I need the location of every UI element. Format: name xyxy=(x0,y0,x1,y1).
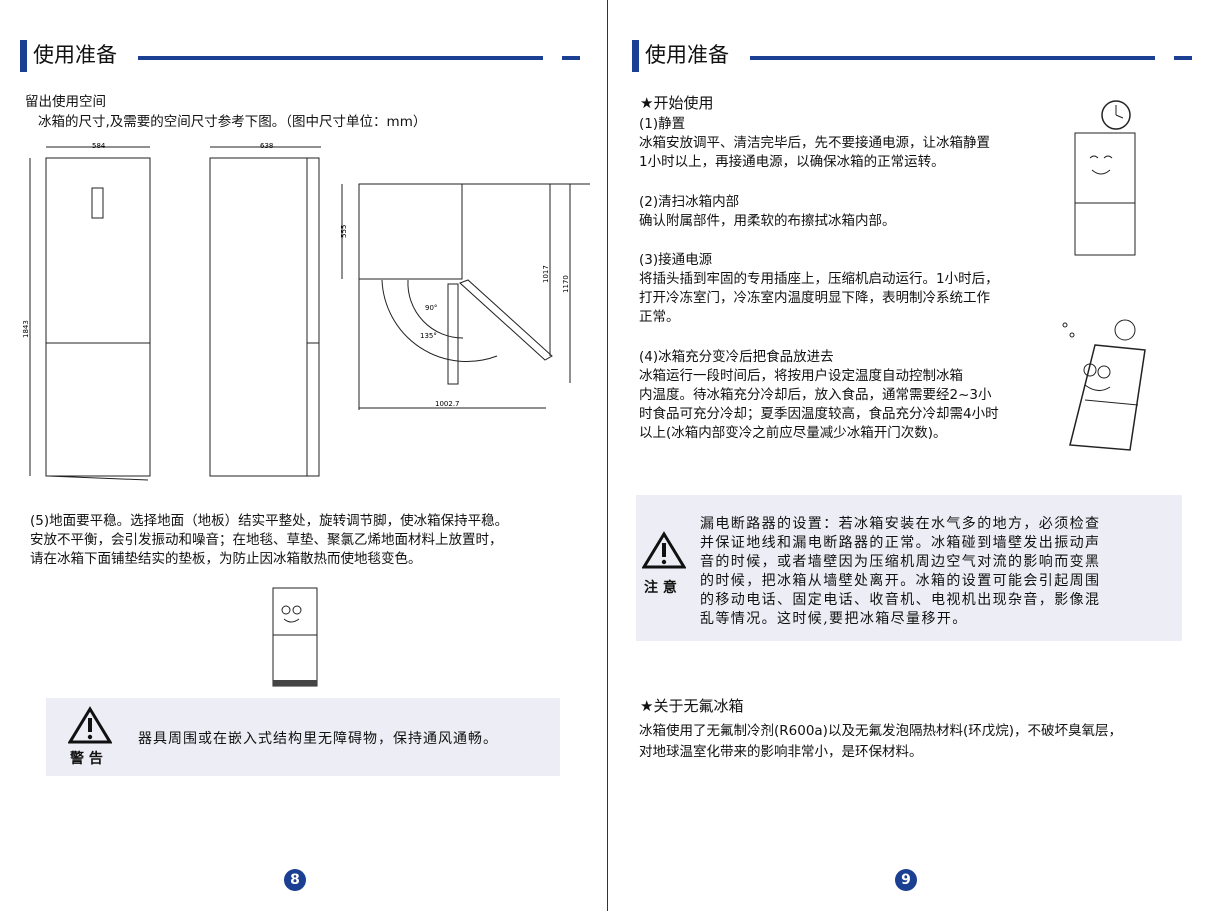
caution-line: 的时候，把冰箱从墙壁处离开。冰箱的设置可能会引起周围 xyxy=(700,573,1101,589)
dim-1002: 1002.7 xyxy=(435,400,460,408)
header-rule-end xyxy=(562,56,580,60)
caution-label: 注 意 xyxy=(644,580,677,596)
dim-1017: 1017 xyxy=(542,265,550,283)
dim-height: 1843 xyxy=(22,320,30,338)
caution-line: 音的时候，或者墙壁因为压缩机周边空气对流的影响而变黑 xyxy=(700,554,1101,570)
step4-line: 冰箱运行一段时间后，将按用户设定温度自动控制冰箱 xyxy=(639,368,963,384)
header-rule-end xyxy=(1174,56,1192,60)
step4-line: 时食品可充分冷却；夏季因温度较高，食品充分冷却需4小时 xyxy=(639,406,999,422)
dim-depth: 638 xyxy=(260,142,273,150)
dimension-diagram: 584 638 1843 555 1017 1170 1002.7 90° 13… xyxy=(22,142,590,481)
para5-line1: (5)地面要平稳。选择地面（地板）结实平整处，旋转调节脚，使冰箱保持平稳。 xyxy=(30,513,509,529)
dim-555: 555 xyxy=(340,225,348,238)
fridge-side xyxy=(209,157,308,477)
step3-line: 正常。 xyxy=(639,309,680,325)
header-accent xyxy=(20,40,27,72)
cfc-title: ★关于无氟冰箱 xyxy=(640,697,744,715)
step4-line: 内温度。待冰箱充分冷却后，放入食品，通常需要经2~3小 xyxy=(639,387,992,403)
fridge-front xyxy=(45,157,151,477)
caution-icon xyxy=(642,531,686,569)
angle-90: 90° xyxy=(425,304,437,312)
step3-line: 打开冷冻室门，冷冻室内温度明显下降，表明制冷系统工作 xyxy=(639,290,990,306)
step2-title: (2)清扫冰箱内部 xyxy=(639,194,740,210)
para5-line3: 请在冰箱下面铺垫结实的垫板，为防止因冰箱散热而使地毯变色。 xyxy=(30,551,422,567)
step1-line: 冰箱安放调平、清洁完毕后，先不要接通电源，让冰箱静置 xyxy=(639,135,990,151)
angle-135: 135° xyxy=(420,332,437,340)
start-title: ★开始使用 xyxy=(640,94,714,112)
para5-line2: 安放不平衡，会引发振动和噪音；在地毯、草垫、聚氯乙烯地面材料上放置时， xyxy=(30,532,503,548)
header-rule xyxy=(138,56,543,60)
caution-line: 的移动电话、固定电话、收音机、电视机出现杂音，影像混 xyxy=(700,592,1101,608)
dim-width: 584 xyxy=(92,142,106,150)
caution-line: 漏电断路器的设置：若冰箱安装在水气多的地方，必须检查 xyxy=(700,516,1101,532)
step1-title: (1)静置 xyxy=(639,116,686,132)
cfc-line1: 冰箱使用了无氟制冷剂(R600a)以及无氟发泡隔热材料(环戊烷)，不破坏臭氧层， xyxy=(639,723,1122,739)
page-title-right: 使用准备 xyxy=(645,43,729,67)
warning-box: 警 告 器具周围或在嵌入式结构里无障碍物，保持通风通畅。 xyxy=(46,698,560,776)
dim-1170: 1170 xyxy=(562,275,570,293)
page-number-left: 8 xyxy=(284,869,306,891)
step4-title: (4)冰箱充分变冷后把食品放进去 xyxy=(639,349,834,365)
step2-line: 确认附属部件，用柔软的布擦拭冰箱内部。 xyxy=(639,213,896,229)
happy-fridge-illustration xyxy=(1062,319,1146,451)
section-title: 留出使用空间 xyxy=(25,94,106,110)
page-number-right: 9 xyxy=(895,869,917,891)
caution-box: 注 意 漏电断路器的设置：若冰箱安装在水气多的地方，必须检查 并保证地线和漏电断… xyxy=(636,495,1182,641)
warning-icon xyxy=(68,706,112,744)
caution-text: 漏电断路器的设置：若冰箱安装在水气多的地方，必须检查 并保证地线和漏电断路器的正… xyxy=(700,515,1100,629)
step4-line: 以上(冰箱内部变冷之前应尽量减少冰箱开门次数)。 xyxy=(639,425,947,441)
page-divider xyxy=(607,0,608,911)
warning-text: 器具周围或在嵌入式结构里无障碍物，保持通风通畅。 xyxy=(138,731,498,747)
cfc-line2: 对地球温室化带来的影响非常小，是环保材料。 xyxy=(639,744,923,760)
header-accent xyxy=(632,40,639,72)
warning-label: 警 告 xyxy=(70,751,103,767)
step1-line: 1小时以上，再接通电源，以确保冰箱的正常运转。 xyxy=(639,154,945,170)
section-desc: 冰箱的尺寸,及需要的空间尺寸参考下图。（图中尺寸单位：mm） xyxy=(38,114,427,130)
page-title-left: 使用准备 xyxy=(33,43,117,67)
fridge-clock-illustration xyxy=(1074,100,1136,256)
step3-line: 将插头插到牢固的专用插座上，压缩机启动运行。1小时后， xyxy=(639,271,999,287)
fridge-illustration xyxy=(272,587,318,687)
step3-title: (3)接通电源 xyxy=(639,252,713,268)
header-rule xyxy=(750,56,1155,60)
caution-line: 乱等情况。这时候,要把冰箱尽量移开。 xyxy=(700,611,968,627)
fridge-top xyxy=(358,183,463,280)
caution-line: 并保证地线和漏电断路器的正常。冰箱碰到墙壁发出振动声 xyxy=(700,535,1101,551)
